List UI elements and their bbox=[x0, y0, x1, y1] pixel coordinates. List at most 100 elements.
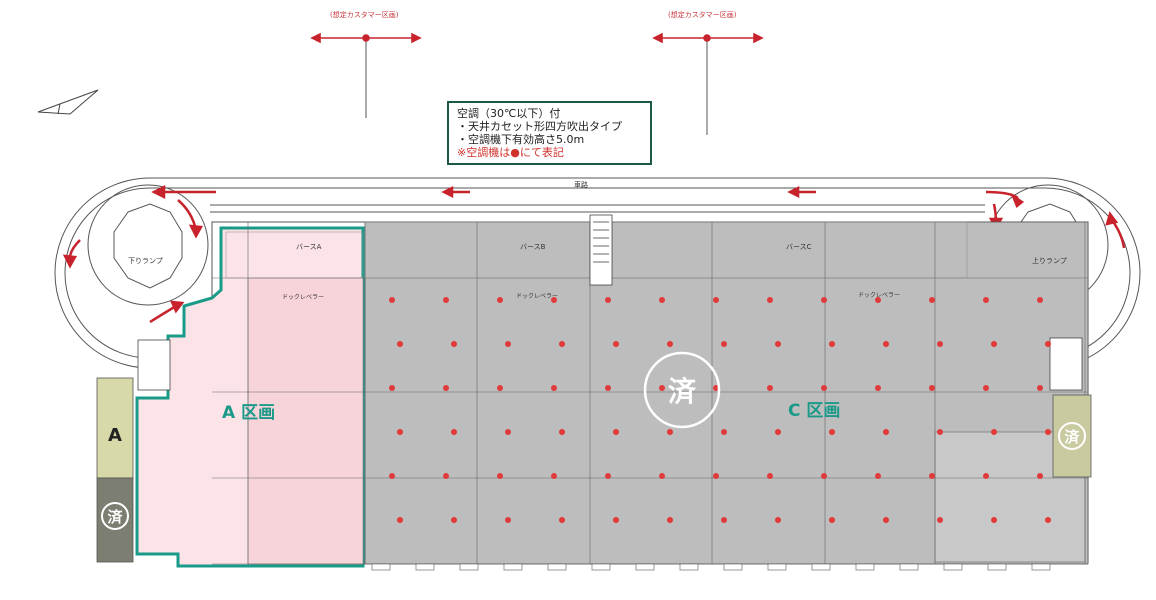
ac-unit-dot bbox=[937, 341, 943, 347]
door-mark bbox=[811, 563, 831, 571]
door-mark bbox=[547, 563, 567, 571]
ac-unit-dot bbox=[397, 429, 403, 435]
ac-unit-dot bbox=[551, 297, 557, 303]
ac-unit-dot bbox=[1045, 341, 1051, 347]
done-stamp-circle bbox=[643, 351, 721, 429]
ac-unit-dot bbox=[605, 473, 611, 479]
ac-unit-dot bbox=[875, 473, 881, 479]
ac-unit-dot bbox=[775, 429, 781, 435]
ac-unit-dot bbox=[389, 473, 395, 479]
berth-b-label: バースB bbox=[520, 243, 546, 251]
ac-unit-dot bbox=[883, 341, 889, 347]
ac-unit-dot bbox=[397, 517, 403, 523]
ac-unit-dot bbox=[559, 341, 565, 347]
ac-unit-dot bbox=[821, 473, 827, 479]
ac-unit-dot bbox=[929, 385, 935, 391]
ac-unit-dot bbox=[613, 517, 619, 523]
door-mark bbox=[591, 563, 611, 571]
ac-unit-dot bbox=[929, 297, 935, 303]
ac-unit-dot bbox=[983, 473, 989, 479]
ac-unit-dot bbox=[1045, 517, 1051, 523]
ac-unit-dot bbox=[551, 473, 557, 479]
ac-unit-dot bbox=[713, 473, 719, 479]
ac-unit-dot bbox=[505, 517, 511, 523]
side-a-label: A bbox=[108, 424, 122, 446]
ac-unit-dot bbox=[829, 341, 835, 347]
ac-unit-dot bbox=[397, 341, 403, 347]
ac-unit-dot bbox=[721, 429, 727, 435]
ac-unit-dot bbox=[389, 385, 395, 391]
ac-units bbox=[389, 297, 1051, 523]
door-mark bbox=[635, 563, 655, 571]
ac-unit-dot bbox=[1037, 297, 1043, 303]
ac-unit-dot bbox=[1037, 473, 1043, 479]
bottom-doors bbox=[371, 563, 1051, 571]
side-done-right: 済 bbox=[1058, 422, 1086, 450]
ac-unit-dot bbox=[667, 517, 673, 523]
road-outline bbox=[54, 177, 1141, 369]
dock-leveler-label-b: ドックレベラー bbox=[516, 293, 559, 300]
ac-unit-dot bbox=[829, 429, 835, 435]
ac-unit-dot bbox=[929, 473, 935, 479]
zone-a-inner-area bbox=[247, 277, 364, 565]
customer-zone-label-left: (想定カスタマー区画) bbox=[330, 11, 399, 19]
door-mark bbox=[415, 563, 435, 571]
ac-unit-dot bbox=[497, 385, 503, 391]
ac-unit-dot bbox=[505, 429, 511, 435]
ac-unit-dot bbox=[821, 297, 827, 303]
ac-unit-dot bbox=[767, 297, 773, 303]
ac-unit-dot bbox=[451, 517, 457, 523]
ac-unit-dot bbox=[721, 341, 727, 347]
left-ramp-label: 下りランプ bbox=[128, 257, 163, 265]
ac-unit-dot bbox=[605, 385, 611, 391]
ac-unit-dot bbox=[775, 517, 781, 523]
ac-unit-dot bbox=[551, 385, 557, 391]
door-mark bbox=[987, 563, 1007, 571]
ac-unit-dot bbox=[875, 385, 881, 391]
note-line-1: 空調（30℃以下）付 bbox=[457, 107, 561, 120]
ac-unit-dot bbox=[659, 473, 665, 479]
ac-unit-dot bbox=[659, 297, 665, 303]
ac-unit-dot bbox=[875, 297, 881, 303]
customer-arrow-left bbox=[310, 32, 422, 118]
north-arrow-icon bbox=[37, 89, 99, 115]
berth-c-label: バースC bbox=[786, 243, 812, 251]
ac-unit-dot bbox=[443, 473, 449, 479]
dock-leveler-label-a: ドックレベラー bbox=[282, 294, 325, 301]
dock-leveler-label-c: ドックレベラー bbox=[858, 292, 901, 299]
ac-unit-dot bbox=[451, 429, 457, 435]
ac-unit-dot bbox=[497, 297, 503, 303]
door-mark bbox=[679, 563, 699, 571]
ramp-left bbox=[87, 184, 209, 306]
ac-unit-dot bbox=[821, 385, 827, 391]
door-mark bbox=[899, 563, 919, 571]
door-mark bbox=[503, 563, 523, 571]
door-mark bbox=[723, 563, 743, 571]
ac-unit-dot bbox=[659, 385, 665, 391]
ac-unit-dot bbox=[613, 341, 619, 347]
door-mark bbox=[943, 563, 963, 571]
ac-unit-dot bbox=[983, 297, 989, 303]
door-mark bbox=[767, 563, 787, 571]
right-ramp-label: 上りランプ bbox=[1032, 257, 1067, 265]
ac-unit-dot bbox=[767, 473, 773, 479]
ac-unit-dot bbox=[991, 517, 997, 523]
side-done-left: 済 bbox=[101, 502, 129, 530]
ac-unit-dot bbox=[667, 429, 673, 435]
customer-arrow-right bbox=[652, 32, 764, 135]
ac-unit-dot bbox=[505, 341, 511, 347]
road-label: 車路 bbox=[574, 181, 588, 189]
zone-c-label: C 区画 bbox=[788, 401, 841, 421]
ac-unit-dot bbox=[559, 517, 565, 523]
ac-unit-dot bbox=[937, 429, 943, 435]
ac-unit-dot bbox=[991, 341, 997, 347]
ac-unit-dot bbox=[389, 297, 395, 303]
ac-unit-dot bbox=[983, 385, 989, 391]
door-mark bbox=[371, 563, 391, 571]
ac-unit-dot bbox=[829, 517, 835, 523]
ac-unit-dot bbox=[937, 517, 943, 523]
zone-a-label: A 区画 bbox=[222, 403, 276, 423]
customer-zone-label-right: (想定カスタマー区画) bbox=[668, 11, 737, 19]
ac-unit-dot bbox=[559, 429, 565, 435]
